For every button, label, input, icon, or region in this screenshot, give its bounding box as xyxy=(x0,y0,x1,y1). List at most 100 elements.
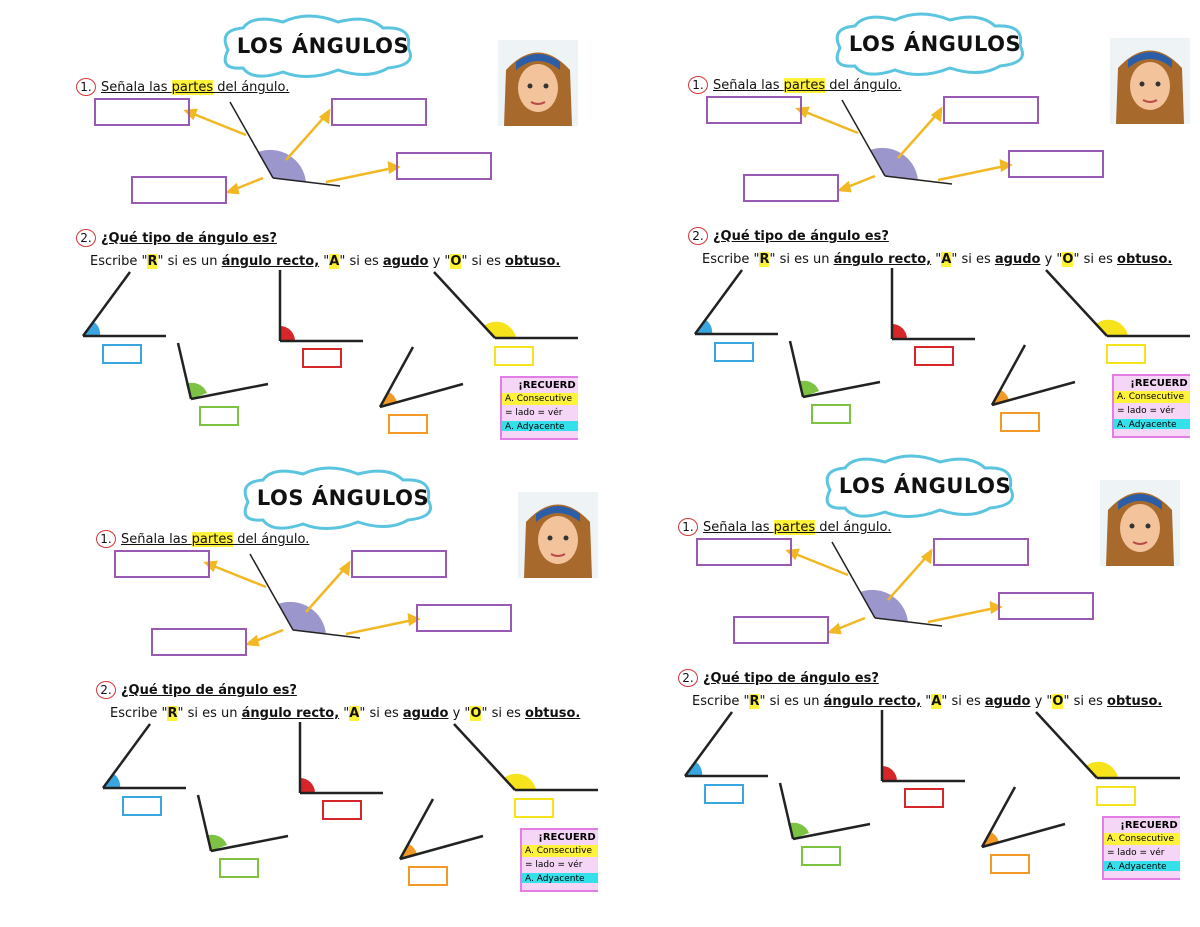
angle-yellow xyxy=(433,271,578,340)
answer-box-part-3[interactable] xyxy=(1008,150,1104,178)
angle-blue xyxy=(101,723,186,790)
question-2-instructions: Escribe "R" si es un ángulo recto, "A" s… xyxy=(692,694,1163,709)
question-2-number: 2. xyxy=(96,681,116,699)
angle-yellow xyxy=(1035,711,1180,780)
q1-angle-ray-1 xyxy=(229,101,274,179)
remember-box: ¡RECUERD A. Consecutive = lado = vér A. … xyxy=(520,828,598,892)
angle-orange xyxy=(980,786,1066,849)
question-1-number: 1. xyxy=(678,518,698,536)
answer-box-part-4[interactable] xyxy=(733,616,829,644)
answer-box-red[interactable] xyxy=(904,788,944,808)
answer-box-orange[interactable] xyxy=(1000,412,1040,432)
q1-arrows xyxy=(785,548,1003,635)
worksheet-title: LOS ÁNGULOS xyxy=(848,32,1022,56)
answer-box-part-1[interactable] xyxy=(94,98,190,126)
avatar xyxy=(498,40,578,126)
answer-box-yellow[interactable] xyxy=(1106,344,1146,364)
angle-yellow xyxy=(1045,269,1190,338)
partes-highlight: partes xyxy=(171,80,214,95)
answer-box-part-3[interactable] xyxy=(396,152,492,180)
q1-angle-ray-1 xyxy=(831,541,876,619)
q1-angle-ray-2 xyxy=(884,175,953,185)
angle-blue xyxy=(693,269,778,336)
angle-orange xyxy=(398,798,484,861)
worksheet-drawing xyxy=(693,12,1190,407)
answer-box-red[interactable] xyxy=(302,348,342,368)
worksheet-2: LOS ÁNGULOS 1.Señala las partes del ángu… xyxy=(670,8,1190,448)
angle-green xyxy=(196,794,289,853)
worksheet-4: LOS ÁNGULOS 1.Señala las partes del ángu… xyxy=(660,450,1180,890)
worksheet-drawing xyxy=(101,466,598,861)
answer-box-blue[interactable] xyxy=(704,784,744,804)
answer-box-green[interactable] xyxy=(219,858,259,878)
question-2-instructions: Escribe "R" si es un ángulo recto, "A" s… xyxy=(110,706,581,721)
answer-box-green[interactable] xyxy=(801,846,841,866)
title-cloud xyxy=(243,466,432,530)
answer-box-part-4[interactable] xyxy=(151,628,247,656)
answer-box-part-2[interactable] xyxy=(351,550,447,578)
worksheet-drawing xyxy=(81,14,578,409)
angle-red xyxy=(890,268,975,341)
answer-box-orange[interactable] xyxy=(990,854,1030,874)
answer-box-green[interactable] xyxy=(811,404,851,424)
q1-angle-ray-1 xyxy=(841,99,886,177)
avatar xyxy=(518,492,598,578)
answer-box-yellow[interactable] xyxy=(494,346,534,366)
worksheet-title: LOS ÁNGULOS xyxy=(256,486,430,510)
answer-box-part-2[interactable] xyxy=(933,538,1029,566)
worksheet-3: LOS ÁNGULOS 1.Señala las partes del ángu… xyxy=(78,462,598,902)
question-1: 1.Señala las partes del ángulo. xyxy=(678,518,891,536)
partes-highlight: partes xyxy=(783,78,826,93)
angle-blue xyxy=(81,271,166,338)
q1-angle-ray-2 xyxy=(874,617,943,627)
question-1-number: 1. xyxy=(76,78,96,96)
angle-orange xyxy=(990,344,1076,407)
answer-box-part-2[interactable] xyxy=(331,98,427,126)
worksheet-1: LOS ÁNGULOS 1.Señala las partes del ángu… xyxy=(58,10,578,450)
question-1: 1.Señala las partes del ángulo. xyxy=(688,76,901,94)
answer-box-orange[interactable] xyxy=(408,866,448,886)
answer-box-part-2[interactable] xyxy=(943,96,1039,124)
q1-angle-ray-1 xyxy=(249,553,294,631)
answer-box-part-3[interactable] xyxy=(416,604,512,632)
angle-orange xyxy=(378,346,464,409)
title-cloud xyxy=(825,454,1014,518)
angle-green xyxy=(176,342,269,401)
question-1: 1.Señala las partes del ángulo. xyxy=(76,78,289,96)
worksheet-title: LOS ÁNGULOS xyxy=(236,34,410,58)
answer-box-red[interactable] xyxy=(322,800,362,820)
remember-box: ¡RECUERD A. Consecutive = lado = vér A. … xyxy=(1112,374,1190,438)
partes-highlight: partes xyxy=(191,532,234,547)
answer-box-part-4[interactable] xyxy=(131,176,227,204)
remember-box: ¡RECUERD A. Consecutive = lado = vér A. … xyxy=(500,376,578,440)
angle-green xyxy=(778,782,871,841)
answer-box-yellow[interactable] xyxy=(514,798,554,818)
avatar xyxy=(1100,480,1180,566)
question-2: 2.¿Qué tipo de ángulo es? xyxy=(96,681,297,699)
answer-box-part-3[interactable] xyxy=(998,592,1094,620)
answer-box-part-1[interactable] xyxy=(706,96,802,124)
answer-box-part-4[interactable] xyxy=(743,174,839,202)
worksheet-title: LOS ÁNGULOS xyxy=(838,474,1012,498)
q1-angle-fill xyxy=(278,601,326,634)
question-2-number: 2. xyxy=(688,227,708,245)
q1-angle-ray-2 xyxy=(272,177,341,187)
answer-box-yellow[interactable] xyxy=(1096,786,1136,806)
question-2-number: 2. xyxy=(76,229,96,247)
answer-box-blue[interactable] xyxy=(714,342,754,362)
answer-box-part-1[interactable] xyxy=(696,538,792,566)
question-2-instructions: Escribe "R" si es un ángulo recto, "A" s… xyxy=(90,254,561,269)
partes-highlight: partes xyxy=(773,520,816,535)
answer-box-green[interactable] xyxy=(199,406,239,426)
answer-box-orange[interactable] xyxy=(388,414,428,434)
question-2-instructions: Escribe "R" si es un ángulo recto, "A" s… xyxy=(702,252,1173,267)
answer-box-blue[interactable] xyxy=(102,344,142,364)
answer-box-red[interactable] xyxy=(914,346,954,366)
q1-angle-fill xyxy=(870,147,918,180)
remember-box: ¡RECUERD A. Consecutive = lado = vér A. … xyxy=(1102,816,1180,880)
question-2-number: 2. xyxy=(678,669,698,687)
title-cloud xyxy=(835,12,1024,76)
answer-box-part-1[interactable] xyxy=(114,550,210,578)
answer-box-blue[interactable] xyxy=(122,796,162,816)
question-2: 2.¿Qué tipo de ángulo es? xyxy=(76,229,277,247)
